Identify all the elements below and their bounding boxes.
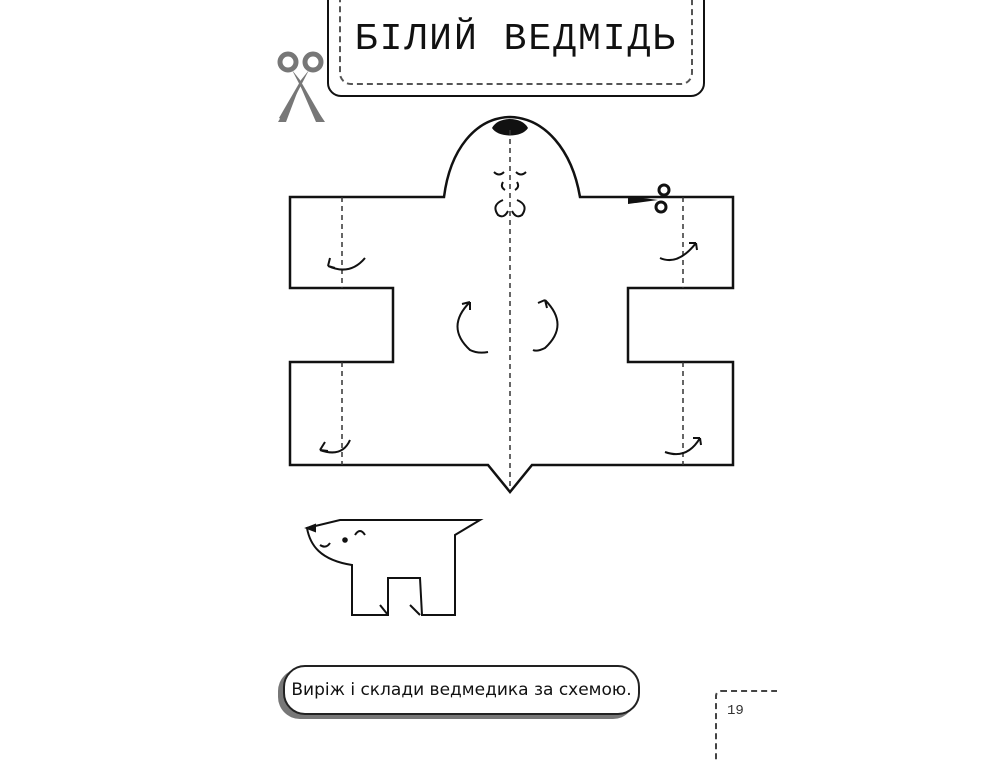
- nose-shape: [492, 119, 528, 136]
- fold-lines: [341, 130, 684, 490]
- page-number: 19: [727, 703, 744, 719]
- face: [493, 171, 527, 218]
- instruction-box: Виріж і склади ведмедика за схемою.: [283, 665, 640, 715]
- page-title: БІЛИЙ ВЕДМІДЬ: [354, 18, 678, 61]
- title-dashed-border: [339, 0, 693, 85]
- page-number-corner: 19: [715, 690, 777, 762]
- small-scissors-icon: [628, 183, 671, 214]
- instruction-text: Виріж і склади ведмедика за схемою.: [291, 680, 632, 700]
- title-frame: БІЛИЙ ВЕДМІДЬ: [327, 0, 705, 97]
- polar-bear-figure: [304, 519, 484, 616]
- scissors-icon: [277, 51, 325, 122]
- fold-arrow-icon: [319, 242, 702, 456]
- bear-cutout-outline: [288, 115, 735, 494]
